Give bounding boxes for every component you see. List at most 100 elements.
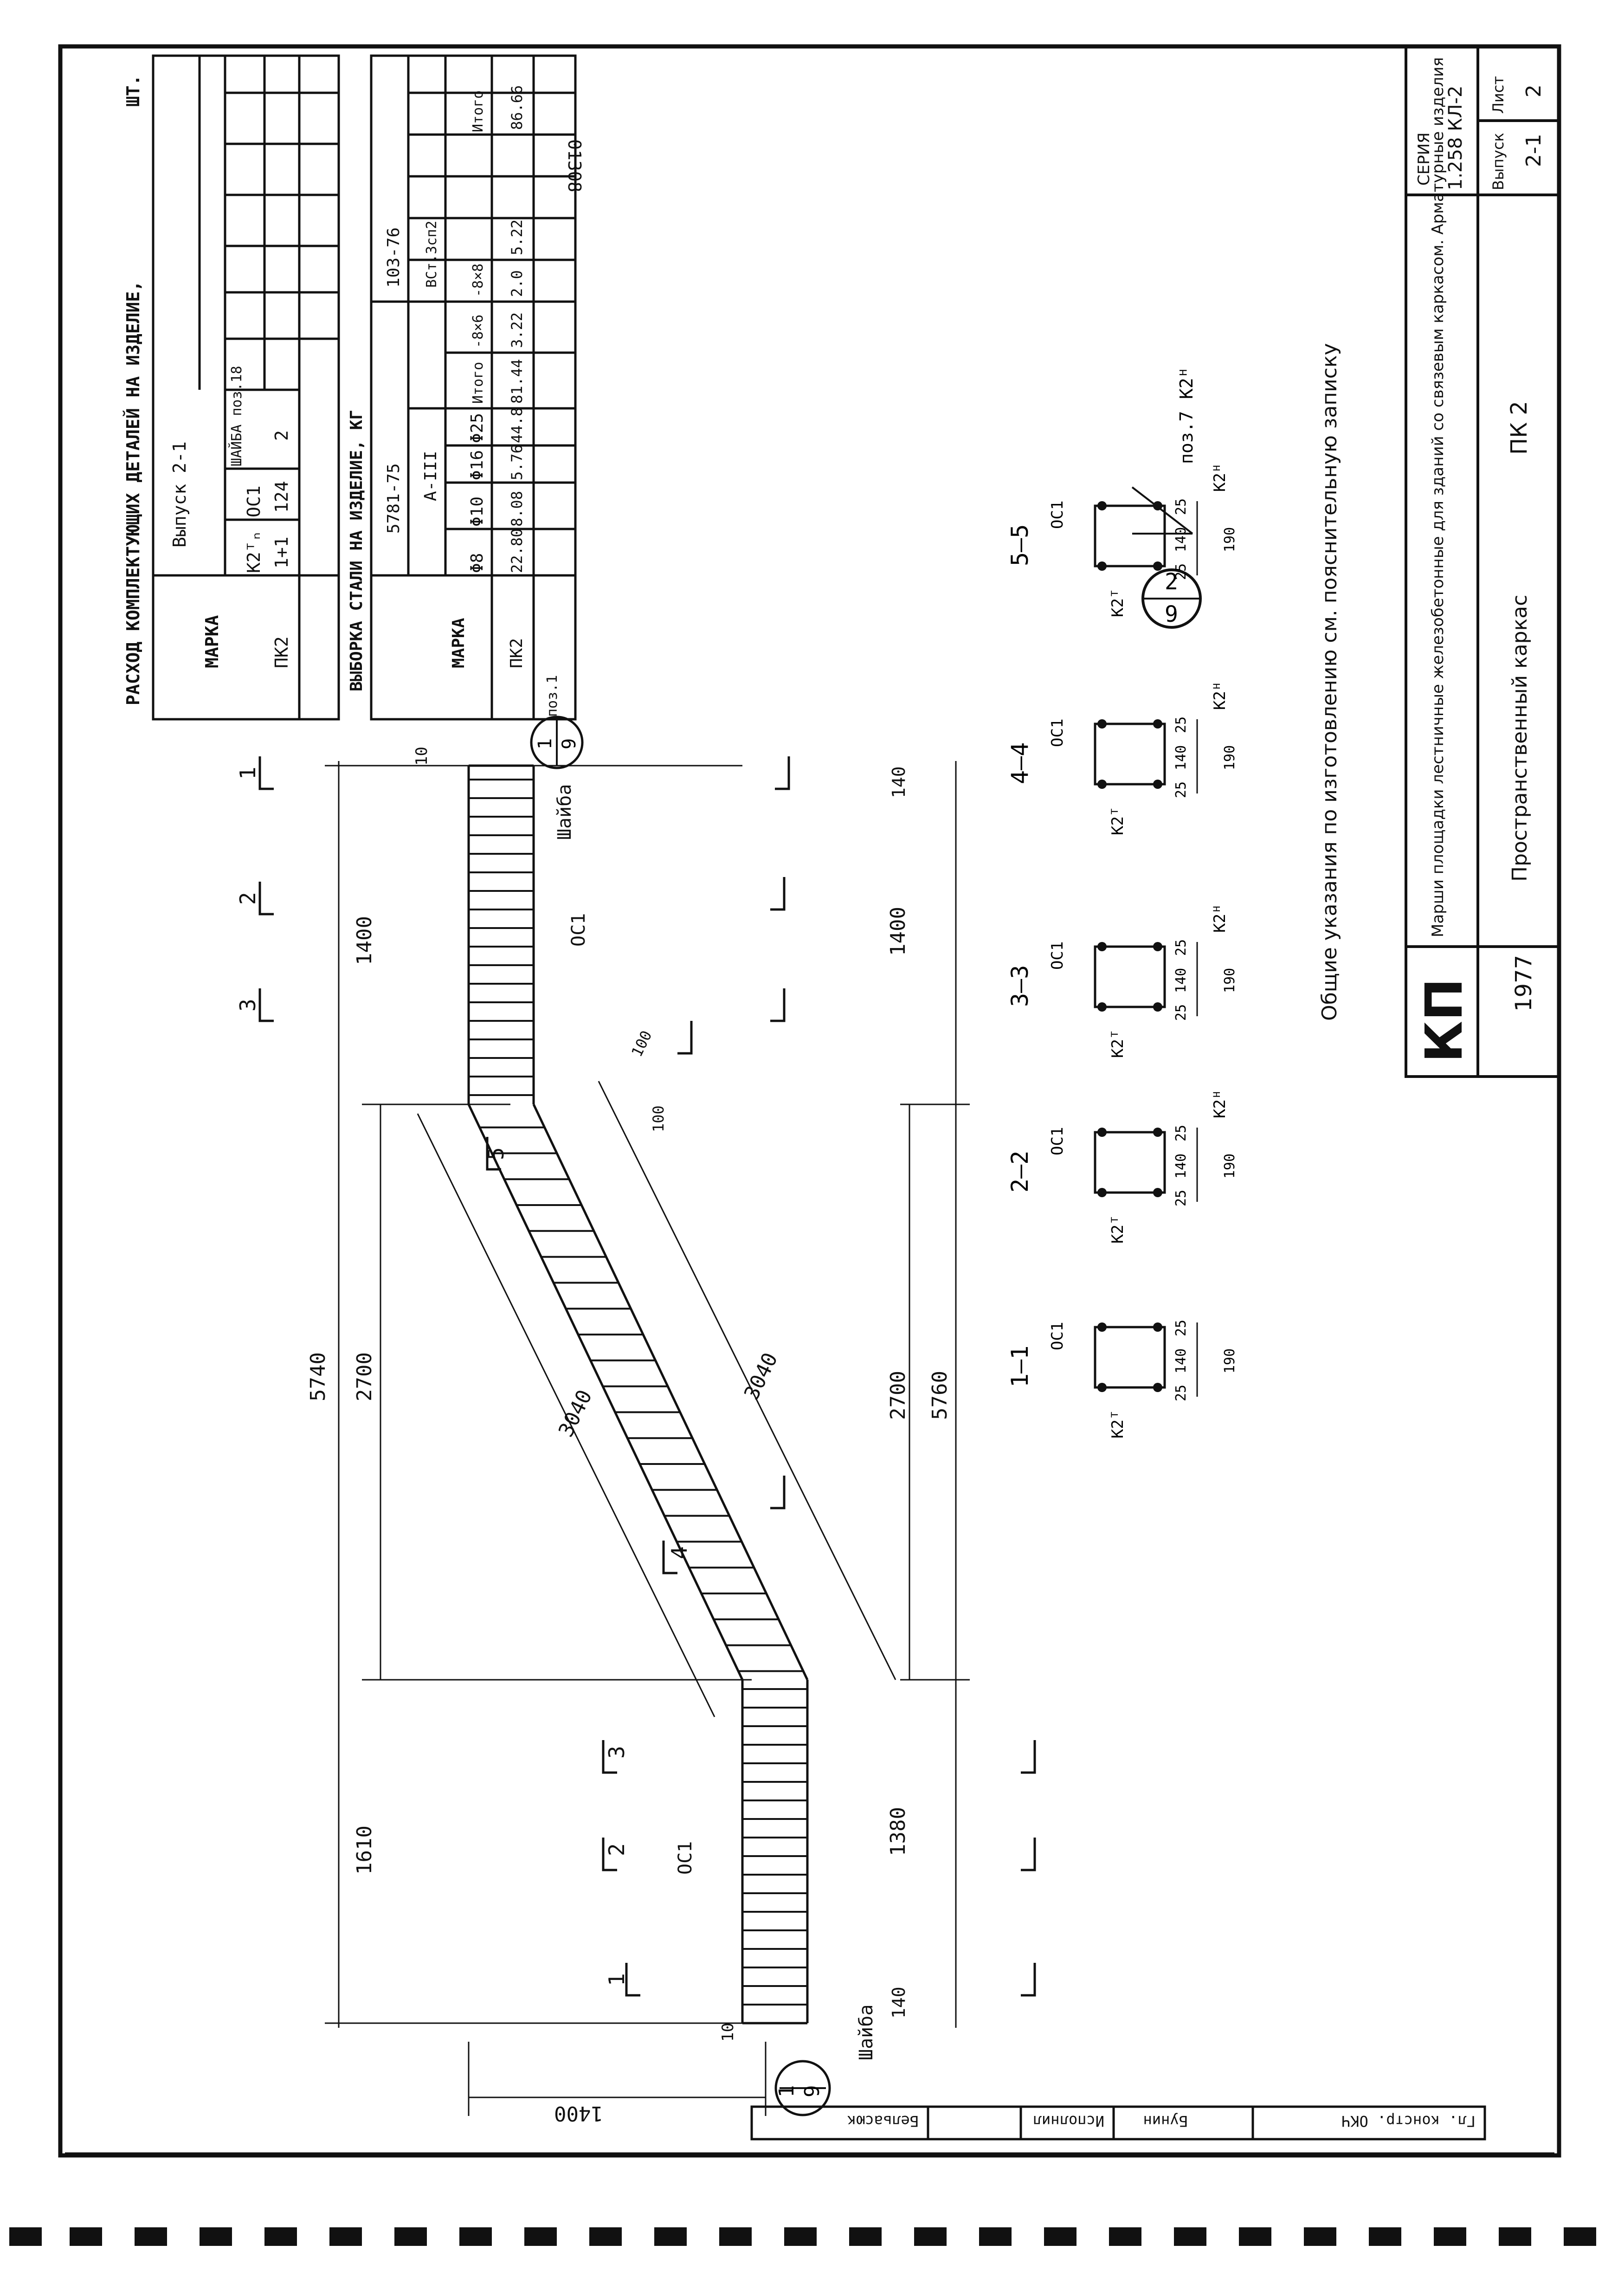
section-dim: 25 (1173, 716, 1189, 733)
materials-title: РАСХОД КОМПЛЕКТУЮЩИХ ДЕТАЛЕЙ НА ИЗДЕЛИЕ, (123, 281, 143, 705)
materials-val-2: 124 (271, 481, 292, 513)
cut-label-1a: 1 (604, 1973, 629, 1986)
dim-total-bottom: 5760 (928, 1371, 952, 1420)
materials-col-marka: МАРКА (202, 615, 222, 668)
title-mark: ПК 2 (1506, 401, 1532, 455)
dim-mid-bottom: 2700 (886, 1371, 910, 1420)
steel-row-marka: ПК2 (507, 638, 526, 668)
steel-size-3: Итого (470, 90, 486, 132)
section-dim: 140 (1173, 1154, 1189, 1179)
callout-2-9: 2 9 (1141, 568, 1202, 629)
title-year: 1977 (1511, 955, 1537, 1012)
sig-name-2: Бунин (1143, 2112, 1188, 2130)
steel-val-5: 81.44 (508, 359, 526, 404)
section-dim: 140 (1173, 527, 1189, 552)
cut-marks (258, 756, 1036, 1997)
steel-size-1: -8×6 (470, 315, 486, 348)
steel-val-1: 22.80 (508, 529, 526, 573)
section-bar (1097, 561, 1107, 571)
bottom-dash-strip (9, 2227, 1596, 2246)
materials-table (152, 54, 340, 721)
title-drawing-name: Пространственный каркас (1508, 595, 1532, 882)
section-bar (1153, 1188, 1162, 1197)
materials-val-3: 2 (271, 430, 292, 441)
materials-header-washer: ШАЙБА поз.18 (228, 366, 245, 466)
dim-total-top: 5740 (306, 1352, 330, 1401)
dim-diag-inner: 3040 (740, 1349, 782, 1404)
sig-role-3: Исполнил (1033, 2112, 1104, 2130)
section-title: 1–1 (1006, 1346, 1033, 1387)
section-k2n: К2ᴴ (1211, 904, 1229, 933)
label-k2n-5: К2ᴴ (1176, 367, 1197, 399)
cage-rungs (469, 779, 807, 2006)
section-bar (1097, 501, 1107, 510)
section-os1: ОС1 (1048, 501, 1067, 529)
steel-dia-2: Φ10 (468, 497, 487, 527)
callout-1-9-bottom: 1 9 (774, 2060, 831, 2116)
section-dim: 190 (1222, 1348, 1238, 1374)
materials-header-os1: ОС1 (244, 485, 264, 517)
callout-top-num: 1 (535, 738, 556, 749)
callout-top-den: 9 (559, 738, 580, 749)
cut-label-3a: 3 (604, 1746, 629, 1759)
section-bar (1153, 719, 1162, 729)
title-logo: КП (1414, 978, 1474, 1063)
title-sheet-label: Лист (1489, 76, 1507, 114)
section-dim: 25 (1173, 1320, 1189, 1336)
dimension-texts: 5740 5760 1610 1380 2700 2700 1400 1400 … (306, 747, 952, 2125)
dim-end-offset: 140 (889, 1986, 909, 2019)
steel-val-3: 5.76 (508, 445, 526, 480)
cut-label-1b: 1 (235, 767, 260, 780)
dim-left-top: 1610 (353, 1825, 376, 1875)
section-k2n: К2ᴴ (1211, 464, 1229, 492)
dimension-lines (325, 761, 970, 2116)
steel-gost1: 5781-75 (384, 463, 403, 534)
section-dim: 25 (1173, 939, 1189, 956)
section-outline (1094, 1131, 1166, 1194)
section-k2: К2ᵀ (1109, 807, 1127, 835)
section-bar (1153, 942, 1162, 951)
steel-val-9: 86.66 (508, 85, 526, 130)
cross-sections: 1–1ОС1К2ᵀ25140251902–2ОС1К2ᵀК2ᴴ251402519… (1006, 464, 1238, 1438)
section-dim: 25 (1173, 1385, 1189, 1401)
dim-100b: 100 (650, 1105, 667, 1132)
signature-text: Гл. констр. ОКЧ Бунин Исполнил Бельасюк (847, 2112, 1476, 2130)
section-k2n: К2ᴴ (1211, 682, 1229, 710)
section-bar (1097, 1322, 1107, 1332)
signature-strip (750, 2105, 1486, 2141)
section-dim: 25 (1173, 1004, 1189, 1021)
section-os1: ОС1 (1048, 1322, 1067, 1350)
section-bar (1153, 1002, 1162, 1012)
steel-table-text: ВЫБОРКА СТАЛИ НА ИЗДЕЛИЕ, КГ МАРКА 5781-… (347, 85, 585, 691)
label-pos7: поз.7 (1176, 411, 1197, 464)
steel-grade1: A-III (421, 451, 440, 501)
section-k2: К2ᵀ (1109, 1410, 1127, 1438)
materials-row-marka: ПК2 (271, 636, 292, 668)
steel-grade2: ВСт.3сп2 (424, 221, 440, 288)
label-os1-right: ОС1 (568, 913, 589, 947)
steel-total-label: Итого (470, 362, 486, 404)
section-bar (1097, 942, 1107, 951)
section-bar (1097, 1002, 1107, 1012)
section-dim: 190 (1222, 527, 1238, 552)
section-dim: 190 (1222, 1154, 1238, 1179)
steel-val-7: 2.0 (508, 270, 526, 297)
section-dim: 190 (1222, 968, 1238, 993)
materials-header-k2: К2ᵀₙ (244, 530, 264, 573)
sheet-frame (58, 44, 1561, 2158)
steel-gost2: 103-76 (384, 227, 403, 288)
section-k2n: К2ᴴ (1211, 1090, 1229, 1118)
steel-code: 01308 (564, 139, 585, 192)
dim-right-top: 1400 (353, 916, 376, 965)
section-dim: 25 (1173, 498, 1189, 515)
dim-edge-right: 10 (413, 747, 431, 766)
section-dim: 25 (1173, 1125, 1189, 1142)
section-k2: К2ᵀ (1109, 1030, 1127, 1058)
callout2-den: 9 (1165, 601, 1178, 627)
section-outline (1094, 504, 1166, 568)
dim-right-bottom: 1400 (886, 907, 910, 956)
label-washer-bottom: Шайба (856, 2005, 877, 2060)
